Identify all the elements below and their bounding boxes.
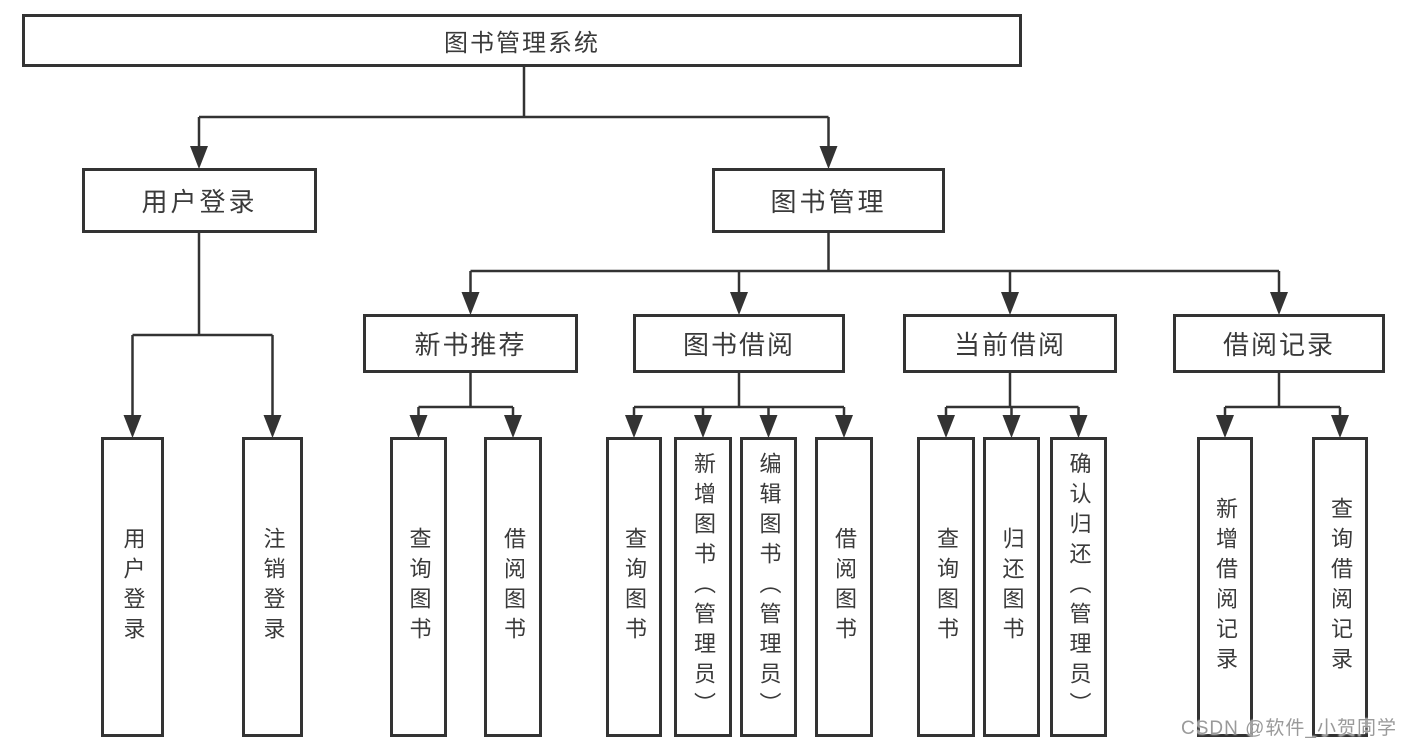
leaf-label: 新增借阅记录 xyxy=(1213,497,1238,677)
leaf-label: 新增图书（管理员） xyxy=(691,452,716,722)
node-label: 新书推荐 xyxy=(414,330,527,360)
leaf-label: 借阅图书 xyxy=(501,527,526,647)
node-user-login: 用户登录 xyxy=(82,168,317,233)
leaf-borrow-books-recommend: 借阅图书 xyxy=(484,437,542,737)
leaf-label: 查询借阅记录 xyxy=(1328,497,1353,677)
node-book-borrow: 图书借阅 xyxy=(633,314,845,373)
node-label: 用户登录 xyxy=(141,187,258,217)
node-current-borrow: 当前借阅 xyxy=(903,314,1117,373)
leaf-label: 编辑图书（管理员） xyxy=(756,452,782,722)
node-label: 图书借阅 xyxy=(682,330,795,360)
leaf-label: 归还图书 xyxy=(999,527,1025,647)
node-label: 图书管理 xyxy=(770,187,887,217)
leaf-return-books: 归还图书 xyxy=(983,437,1040,737)
leaf-confirm-return-admin: 确认归还（管理员） xyxy=(1050,437,1107,737)
node-label: 当前借阅 xyxy=(953,330,1066,360)
leaf-add-borrow-record: 新增借阅记录 xyxy=(1197,437,1253,737)
leaf-borrow-books: 借阅图书 xyxy=(815,437,873,737)
node-borrow-records: 借阅记录 xyxy=(1173,314,1385,373)
node-label: 借阅记录 xyxy=(1222,330,1335,360)
leaf-label: 注销登录 xyxy=(260,527,286,647)
leaf-label: 借阅图书 xyxy=(832,527,857,647)
leaf-label: 用户登录 xyxy=(120,527,146,647)
node-library-management-system: 图书管理系统 xyxy=(22,14,1022,67)
node-book-management: 图书管理 xyxy=(712,168,945,233)
leaf-label: 确认归还（管理员） xyxy=(1066,452,1092,722)
leaf-add-books-admin: 新增图书（管理员） xyxy=(674,437,732,737)
node-new-book-recommend: 新书推荐 xyxy=(363,314,578,373)
leaf-label: 查询图书 xyxy=(622,527,647,647)
leaf-label: 查询图书 xyxy=(406,527,432,647)
leaf-user-login: 用户登录 xyxy=(101,437,164,737)
leaf-edit-books-admin: 编辑图书（管理员） xyxy=(740,437,797,737)
leaf-query-borrow-record: 查询借阅记录 xyxy=(1312,437,1368,737)
leaf-logout: 注销登录 xyxy=(242,437,303,737)
leaf-label: 查询图书 xyxy=(934,527,959,647)
leaf-query-books-current: 查询图书 xyxy=(917,437,975,737)
leaf-query-books-recommend: 查询图书 xyxy=(390,437,447,737)
csdn-watermark: CSDN @软件_小贺同学 xyxy=(1181,718,1397,739)
node-label: 图书管理系统 xyxy=(444,30,600,57)
leaf-query-books-borrow: 查询图书 xyxy=(606,437,662,737)
